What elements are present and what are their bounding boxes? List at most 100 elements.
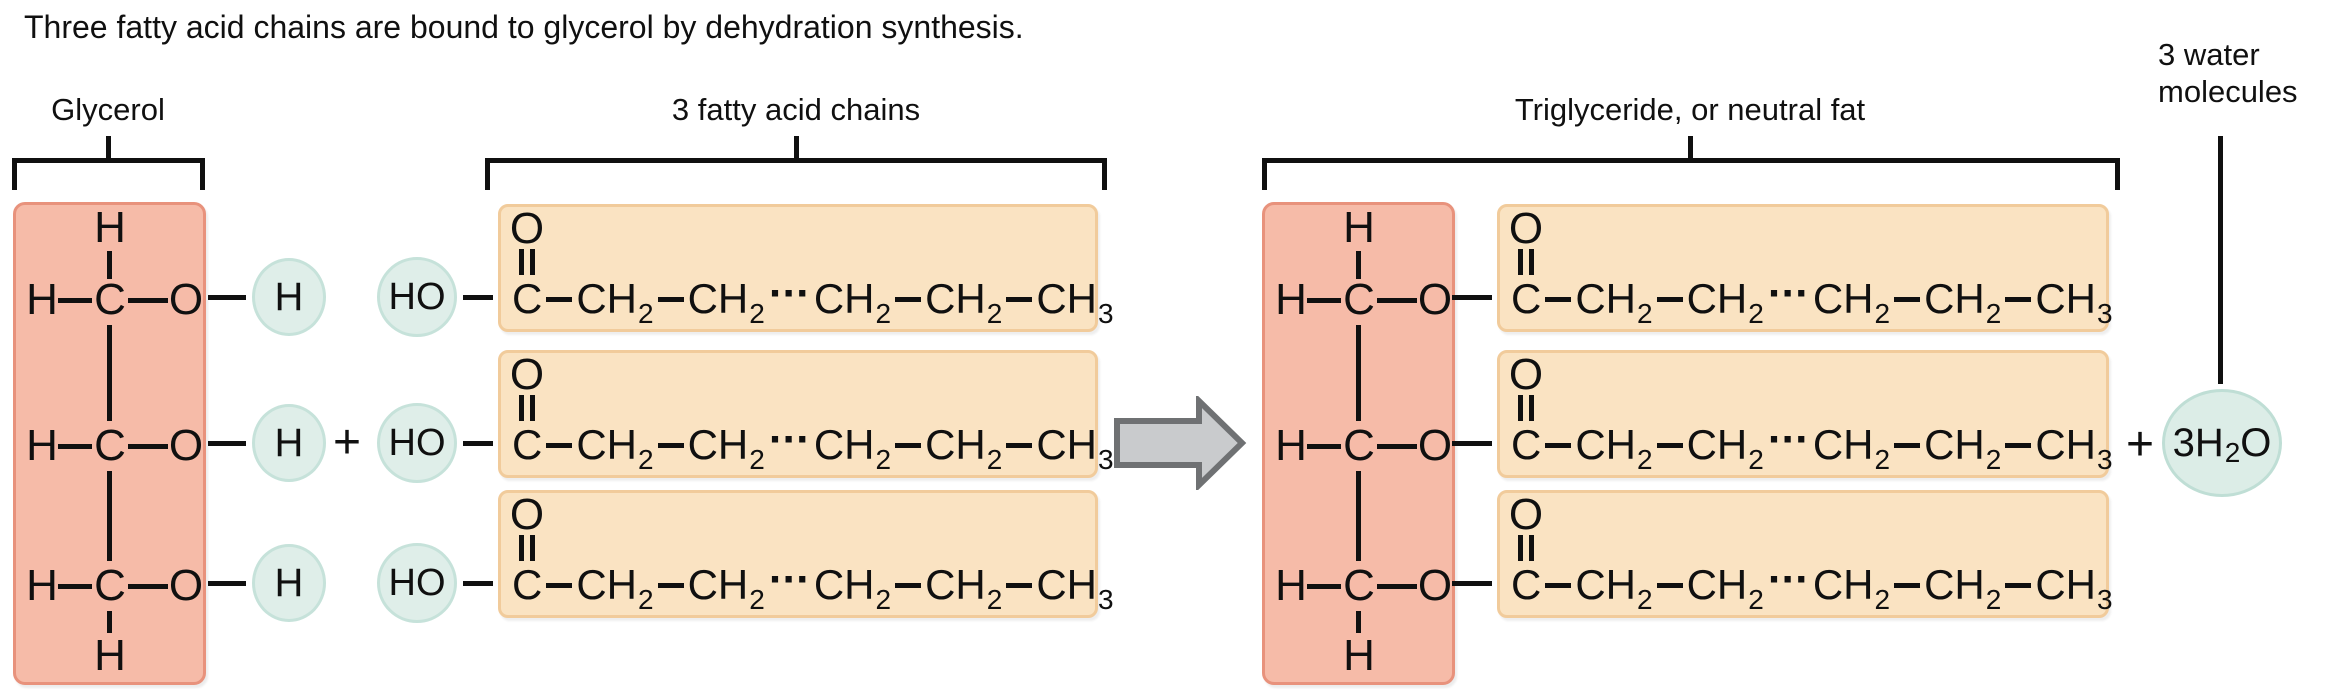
- hydrogen-atom: H: [26, 561, 58, 610]
- fatty-acid-chain-formula: C CH2 CH2 ··· CH2 CH2 CH3: [512, 558, 1114, 616]
- chain-ellipsis: ···: [1767, 555, 1810, 604]
- bond: [1006, 443, 1033, 448]
- oxygen-atom: O: [168, 421, 204, 470]
- bond: [208, 295, 246, 300]
- methylene-group: CH2: [687, 275, 765, 330]
- carbon-atom: C: [94, 421, 126, 470]
- methylene-group: CH2: [1812, 561, 1891, 616]
- plus-sign: +: [332, 416, 362, 469]
- bond: [1307, 584, 1341, 589]
- bond: [128, 444, 168, 449]
- hydroxyl-group: HO: [388, 275, 446, 318]
- water-coefficient: 3H: [2172, 420, 2224, 465]
- hydroxyl-group-circle: HO: [377, 257, 457, 337]
- methylene-group: CH2: [576, 561, 654, 616]
- bond: [1356, 611, 1361, 633]
- bond: [895, 583, 922, 588]
- bracket-glycerol: [12, 158, 205, 190]
- carbon-atom: C: [1343, 561, 1375, 610]
- double-bond: [1518, 395, 1534, 421]
- double-bond: [519, 395, 535, 421]
- bond: [463, 581, 493, 586]
- glycerol-molecule-reactant: H H C O H C O H C O H: [13, 202, 206, 685]
- oxygen-atom: O: [168, 275, 204, 324]
- methyl-group: CH3: [1036, 561, 1114, 616]
- bond: [463, 441, 493, 446]
- methyl-group: CH3: [2035, 275, 2113, 330]
- oxygen-atom: O: [1417, 561, 1453, 610]
- bond: [1356, 471, 1361, 561]
- methylene-group: CH2: [925, 561, 1003, 616]
- fatty-acid-chain-box: O C CH2 CH2 ··· CH2 CH2 CH3: [1497, 350, 2113, 478]
- fatty-acid-chain-formula: C CH2 CH2 ··· CH2 CH2 CH3: [1511, 418, 2113, 476]
- hydroxyl-group: HO: [388, 421, 446, 464]
- hydrogen-atom: H: [94, 203, 126, 252]
- carbon-atom: C: [512, 421, 543, 468]
- label-water-line2: molecules: [2158, 74, 2298, 109]
- bond: [1307, 444, 1341, 449]
- bracket-fatty-acids-tick: [794, 136, 799, 160]
- hydrogen-atom: H: [1343, 203, 1375, 252]
- bond: [657, 297, 684, 302]
- bond: [58, 444, 92, 449]
- bond: [128, 584, 168, 589]
- hydrogen-atom-circle: H: [252, 404, 326, 482]
- water-pointer-line: [2218, 136, 2223, 384]
- bond: [1545, 583, 1572, 588]
- hydrogen-atom: H: [274, 274, 304, 319]
- bond: [1656, 583, 1683, 588]
- methylene-group: CH2: [925, 275, 1003, 330]
- reaction-arrow-icon: [1114, 396, 1247, 490]
- label-water-line1: 3 water: [2158, 37, 2260, 72]
- carbon-atom: C: [94, 561, 126, 610]
- plus-sign: +: [2125, 418, 2155, 471]
- bond: [1307, 298, 1341, 303]
- methylene-group: CH2: [813, 561, 892, 616]
- chain-ellipsis: ···: [768, 415, 811, 464]
- carbonyl-oxygen-atom: O: [509, 204, 545, 253]
- double-bond: [1518, 249, 1534, 275]
- chain-ellipsis: ···: [768, 555, 811, 604]
- fatty-acid-chain-formula: C CH2 CH2 ··· CH2 CH2 CH3: [1511, 558, 2113, 616]
- bond: [1452, 441, 1492, 446]
- hydrogen-atom: H: [1275, 275, 1307, 324]
- bracket-triglyceride: [1262, 158, 2120, 190]
- double-bond: [1518, 535, 1534, 561]
- bond: [58, 584, 92, 589]
- carbon-atom: C: [1511, 561, 1542, 608]
- bond: [546, 583, 573, 588]
- carbon-atom: C: [94, 275, 126, 324]
- carbonyl-oxygen-atom: O: [1508, 350, 1544, 399]
- bond: [1894, 297, 1921, 302]
- carbonyl-oxygen-atom: O: [509, 490, 545, 539]
- methyl-group: CH3: [2035, 421, 2113, 476]
- carbon-atom: C: [512, 561, 543, 608]
- label-water-molecules: 3 water molecules: [2158, 36, 2298, 110]
- hydrogen-atom: H: [1275, 421, 1307, 470]
- fatty-acid-chain-formula: C CH2 CH2 ··· CH2 CH2 CH3: [512, 272, 1114, 330]
- hydrogen-atom: H: [94, 631, 126, 680]
- hydroxyl-group-circle: HO: [377, 403, 457, 483]
- carbonyl-oxygen-atom: O: [1508, 204, 1544, 253]
- hydroxyl-group: HO: [388, 561, 446, 604]
- bond: [107, 251, 112, 279]
- bracket-triglyceride-tick: [1688, 136, 1693, 160]
- bond: [1545, 443, 1572, 448]
- bracket-fatty-acids: [485, 158, 1107, 190]
- bond: [1894, 443, 1921, 448]
- methylene-group: CH2: [576, 421, 654, 476]
- fatty-acid-chain-box: O C CH2 CH2 ··· CH2 CH2 CH3: [498, 490, 1114, 618]
- bond: [1452, 295, 1492, 300]
- bond: [546, 297, 573, 302]
- bond: [208, 441, 246, 446]
- methylene-group: CH2: [813, 275, 892, 330]
- bond: [657, 583, 684, 588]
- carbon-atom: C: [1511, 421, 1542, 468]
- glycerol-backbone-product: H H C O H C O H C O H: [1262, 202, 1455, 685]
- bond: [1656, 297, 1683, 302]
- hydrogen-atom: H: [274, 560, 304, 605]
- bond: [2005, 443, 2032, 448]
- fatty-acid-chain-box: O C CH2 CH2 ··· CH2 CH2 CH3: [498, 204, 1114, 332]
- chain-ellipsis: ···: [1767, 269, 1810, 318]
